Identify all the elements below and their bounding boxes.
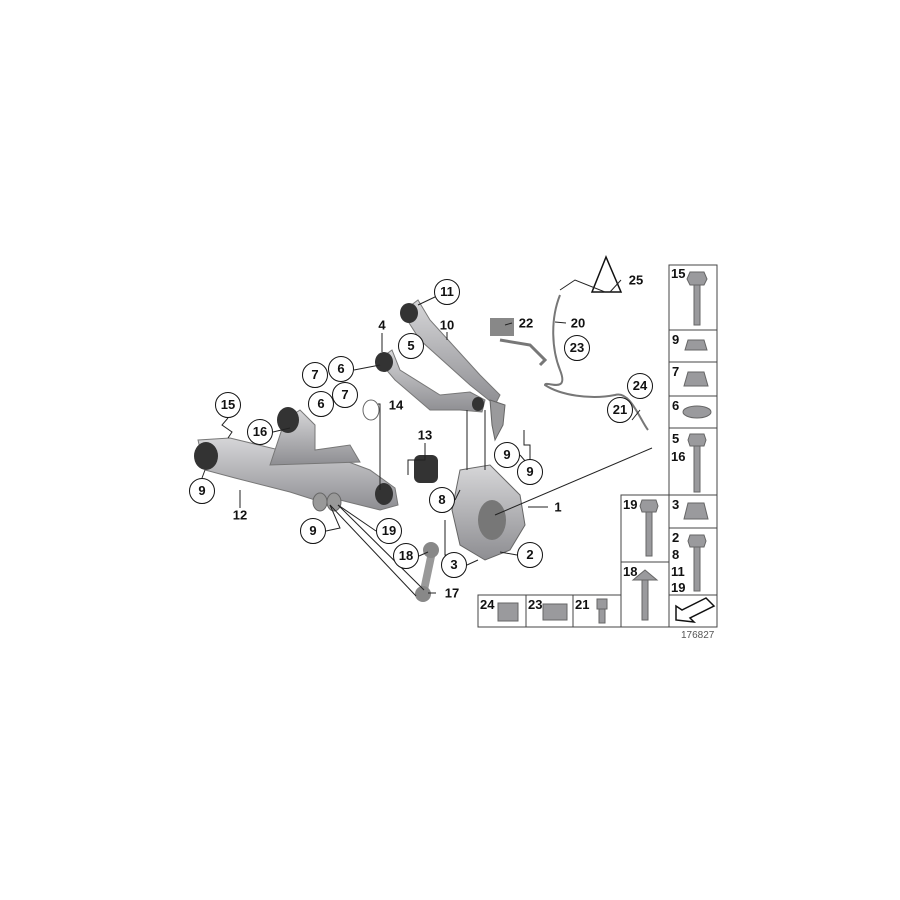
table-label-7: 7 — [672, 364, 680, 379]
table-label-24: 24 — [480, 597, 495, 612]
callout-9: 9 — [300, 518, 326, 544]
hardware-table-grid — [477, 264, 718, 628]
callout-8: 8 — [429, 487, 455, 513]
upper-arm-10 — [401, 299, 501, 406]
warning-triangle-icon — [590, 255, 623, 293]
table-label-18: 18 — [623, 564, 638, 579]
table-label-2: 2 — [672, 530, 680, 545]
callout-5: 5 — [398, 333, 424, 359]
callout-1: 1 — [554, 499, 562, 515]
callout-9: 9 — [189, 478, 215, 504]
table-label-23: 23 — [528, 597, 543, 612]
callout-3: 3 — [441, 552, 467, 578]
table-label-19: 19 — [623, 497, 638, 512]
callout-6: 6 — [328, 356, 354, 382]
callout-17: 17 — [444, 585, 460, 601]
callout-25: 25 — [628, 272, 644, 288]
arm-4 — [377, 349, 486, 413]
arrow-icon — [675, 597, 716, 623]
callout-7: 7 — [302, 362, 328, 388]
diagram-number: 176827 — [681, 630, 715, 641]
callout-16: 16 — [247, 419, 273, 445]
callout-18: 18 — [393, 543, 419, 569]
callout-10: 10 — [439, 317, 455, 333]
callout-9: 9 — [494, 442, 520, 468]
callout-15: 15 — [215, 392, 241, 418]
callout-11: 11 — [434, 279, 460, 305]
callout-13: 13 — [417, 427, 433, 443]
callout-21: 21 — [607, 397, 633, 423]
callout-14: 14 — [388, 397, 404, 413]
callout-2: 2 — [517, 542, 543, 568]
table-label-8: 8 — [672, 547, 680, 562]
callout-7: 7 — [332, 382, 358, 408]
table-label-3: 3 — [672, 497, 680, 512]
callout-12: 12 — [232, 507, 248, 523]
callout-9: 9 — [517, 459, 543, 485]
table-label-16: 16 — [671, 449, 686, 464]
table-label-21: 21 — [575, 597, 590, 612]
table-label-19: 19 — [671, 580, 686, 595]
table-label-9: 9 — [672, 332, 680, 347]
callout-19: 19 — [376, 518, 402, 544]
callout-24: 24 — [627, 373, 653, 399]
table-label-15: 15 — [671, 266, 686, 281]
table-label-11: 11 — [671, 564, 685, 579]
callout-23: 23 — [564, 335, 590, 361]
callout-4: 4 — [378, 317, 386, 333]
table-label-5: 5 — [672, 431, 680, 446]
table-label-6: 6 — [672, 398, 680, 413]
callout-20: 20 — [570, 315, 586, 331]
callout-22: 22 — [518, 315, 534, 331]
callout-6: 6 — [308, 391, 334, 417]
